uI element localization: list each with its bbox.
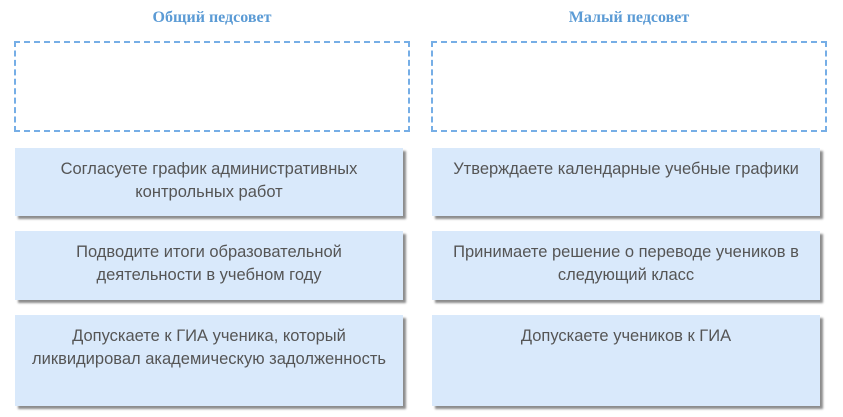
answer-card-text: Утверждаете календарные учебные графики bbox=[453, 160, 799, 178]
answer-card-text: Согласуете график административных контр… bbox=[60, 160, 358, 201]
column-title: Малый педсовет bbox=[568, 9, 690, 26]
answer-card-text: Допускаете к ГИА ученика, который ликвид… bbox=[32, 327, 386, 368]
answer-card-text: Принимаете решение о переводе учеников в… bbox=[453, 243, 799, 284]
answer-card[interactable]: Согласуете график административных контр… bbox=[15, 148, 403, 216]
answer-card[interactable]: Утверждаете календарные учебные графики bbox=[432, 148, 820, 216]
answer-card[interactable]: Допускаете учеников к ГИА bbox=[432, 315, 820, 406]
drop-zone-small-council[interactable] bbox=[431, 41, 827, 132]
drop-zone-general-council[interactable] bbox=[14, 41, 410, 132]
column-title: Общий педсовет bbox=[152, 9, 272, 26]
answer-card[interactable]: Подводите итоги образовательной деятельн… bbox=[15, 231, 403, 300]
answer-card[interactable]: Допускаете к ГИА ученика, который ликвид… bbox=[15, 315, 403, 406]
answer-card-text: Подводите итоги образовательной деятельн… bbox=[76, 243, 342, 284]
answer-card-text: Допускаете учеников к ГИА bbox=[520, 327, 732, 345]
answer-card[interactable]: Принимаете решение о переводе учеников в… bbox=[432, 231, 820, 300]
